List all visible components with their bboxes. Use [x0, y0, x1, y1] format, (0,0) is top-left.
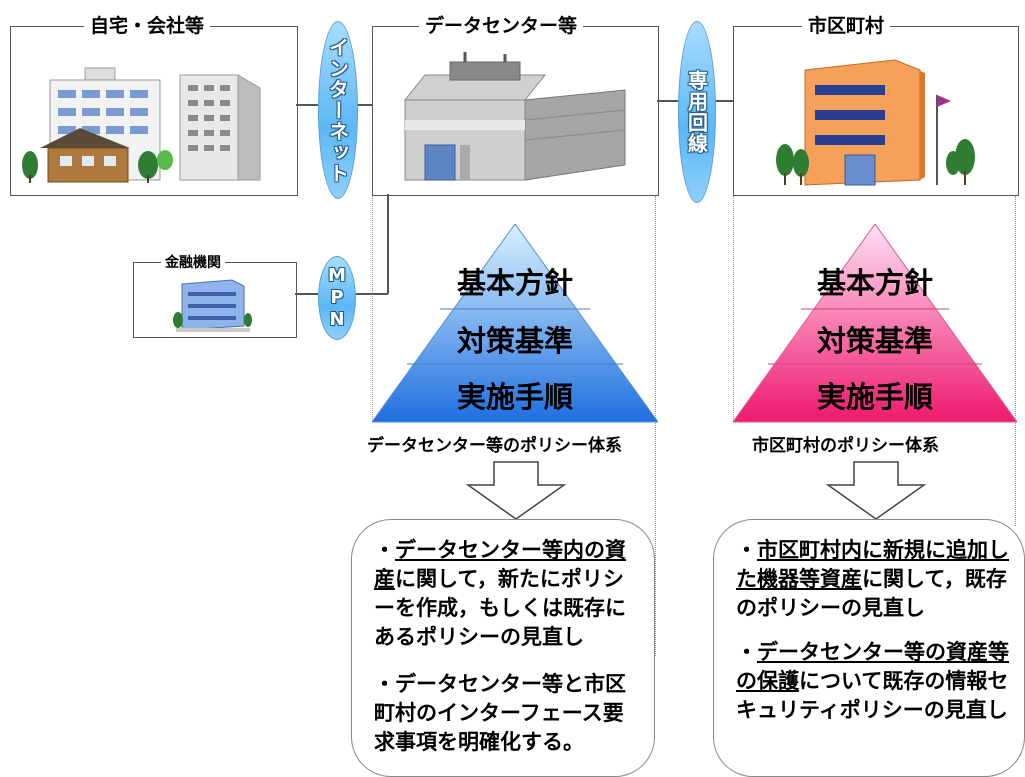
mun-note-bullet-2: ・データセンター等の資産等の保護について既存の情報セキュリティポリシーの見直し [736, 640, 1009, 722]
internet-to-datacenter-line [354, 104, 372, 106]
datacenter-policy-caption: データセンター等のポリシー体系 [367, 436, 622, 456]
municipality-policy-caption: 市区町村のポリシー体系 [752, 436, 939, 456]
mun-level-1-label: 基本方針 [816, 266, 933, 300]
mun-level-3-label: 実施手順 [816, 380, 933, 414]
mun-note-protection-underlined: データセンター等の資産等の保護 [736, 640, 1009, 693]
down-arrow-icon [466, 461, 566, 520]
datacenter-action-note: ・データセンター等内の資産に関して，新たにポリシーを作成，もしくは既存にあるポリ… [351, 519, 655, 777]
bank-to-mpn-line [295, 293, 318, 295]
dc-right-guide [655, 196, 656, 656]
datacenter-to-dedicated-line [657, 100, 679, 102]
datacenter-policy-pyramid: 基本方針 対策基準 実施手順 [372, 224, 658, 424]
mun-level-2-label: 対策基準 [816, 324, 933, 358]
dedicated-line-label: 専用回線 [684, 70, 709, 154]
dc-left-guide [372, 196, 373, 421]
home-office-title: 自宅・会社等 [84, 15, 211, 37]
bank-building-icon [173, 279, 252, 332]
municipality-building-icon [776, 59, 975, 186]
datacenter-building-icon [403, 52, 626, 181]
mpn-to-datacenter-line-h [352, 293, 388, 295]
internet-label: インターネット [325, 36, 350, 184]
mpn-oval: MPN [318, 256, 356, 340]
municipality-title: 市区町村 [802, 15, 891, 37]
dc-note-bullet-1: ・データセンター等内の資産に関して，新たにポリシーを作成，もしくは既存にあるポリ… [374, 538, 626, 649]
home-to-internet-line [296, 104, 320, 106]
municipality-policy-pyramid: 基本方針 対策基準 実施手順 [733, 224, 1017, 424]
dedicated-line-oval: 専用回線 [678, 21, 716, 203]
dc-level-2-label: 対策基準 [456, 324, 573, 358]
dc-note-assets-underlined: データセンター等内の資産 [374, 538, 626, 591]
dedicated-to-municipality-line [712, 100, 733, 102]
mun-note-bullet-1: ・市区町村内に新規に追加した機器等資産に関して，既存のポリシーの見直し [736, 538, 1009, 620]
municipality-action-note: ・市区町村内に新規に追加した機器等資産に関して，既存のポリシーの見直し ・データ… [713, 519, 1025, 777]
down-arrow-icon [826, 461, 926, 520]
mpn-label: MPN [326, 265, 348, 331]
internet-oval: インターネット [318, 21, 358, 199]
mun-left-guide [733, 196, 734, 421]
home-office-buildings-icon [22, 67, 261, 183]
mun-note-assets-underlined: 市区町村内に新規に追加した機器等資産 [736, 538, 1009, 591]
bank-title: 金融機関 [161, 255, 225, 271]
dc-level-3-label: 実施手順 [456, 380, 573, 414]
mpn-to-datacenter-line-v [387, 194, 389, 294]
mun-right-guide [1015, 196, 1016, 526]
dc-level-1-label: 基本方針 [456, 266, 573, 300]
datacenter-title: データセンター等 [419, 15, 584, 37]
dc-note-bullet-2: ・データセンター等と市区町村のインターフェース要求事項を明確化する。 [374, 672, 626, 754]
